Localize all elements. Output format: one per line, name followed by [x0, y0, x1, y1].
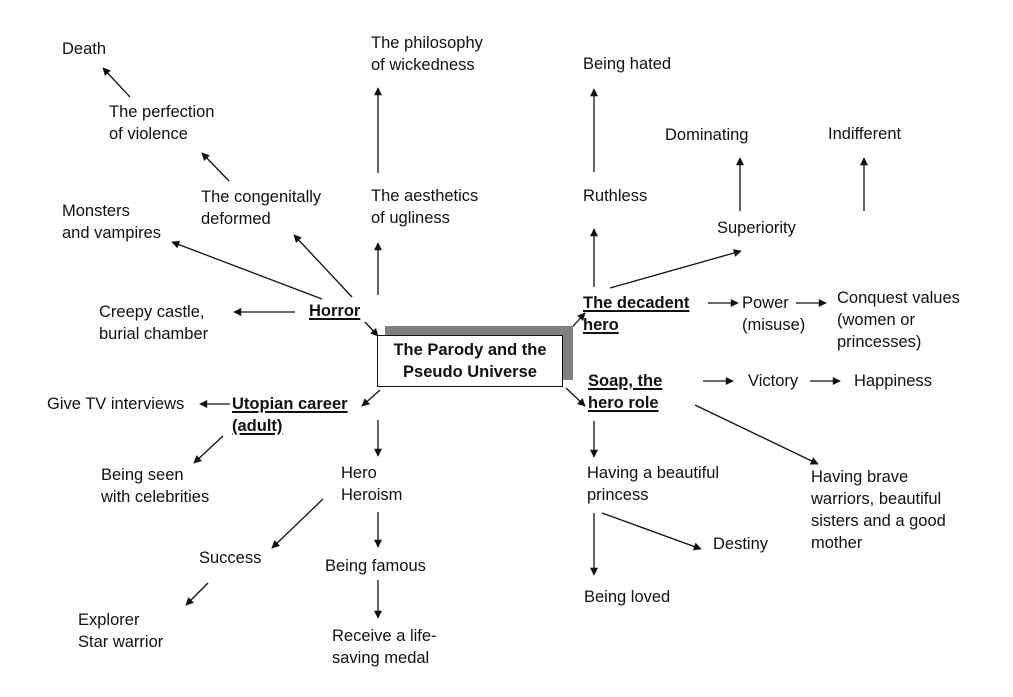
node-receive-medal: Receive a life- saving medal — [332, 627, 437, 667]
node-death: Death — [62, 40, 107, 58]
node-dominating: Dominating — [665, 126, 749, 144]
node-philosophy-of-wickedness: The philosophy of wickedness — [371, 34, 483, 74]
node-congenitally-deformed: The congenitally deformed — [201, 188, 322, 228]
node-aesthetics-of-ugliness: The aesthetics of ugliness — [371, 187, 479, 227]
node-being-seen-with-celebrities: Being seen with celebrities — [101, 466, 210, 506]
arrow-hero-to-success — [271, 498, 324, 549]
arrow-success-to-explorer — [185, 582, 209, 606]
arrow-soap-to-brave — [694, 404, 819, 465]
node-being-loved: Being loved — [584, 588, 671, 606]
node-being-hated: Being hated — [583, 55, 672, 73]
node-success: Success — [199, 549, 262, 567]
arrow-horror-to-center — [364, 321, 379, 337]
node-indifferent: Indifferent — [828, 125, 902, 143]
arrow-princess-to-destiny — [601, 512, 702, 551]
hub-utopian-career: Utopian career (adult) — [232, 395, 348, 435]
center-title: The Parody and the Pseudo Universe — [393, 341, 547, 381]
node-creepy-castle: Creepy castle, burial chamber — [99, 303, 209, 343]
node-happiness: Happiness — [854, 372, 932, 390]
arrow-horror-to-congenital — [293, 234, 353, 298]
arrow-perfection-to-death — [102, 67, 131, 98]
node-hero-heroism: Hero Heroism — [341, 464, 403, 504]
center-box: The Parody and the Pseudo Universe — [377, 335, 563, 387]
node-being-famous: Being famous — [325, 557, 426, 575]
node-explorer-star-warrior: Explorer Star warrior — [78, 611, 164, 651]
node-monsters-and-vampires: Monsters and vampires — [62, 202, 162, 242]
node-having-brave-warriors: Having brave warriors, beautiful sisters… — [811, 468, 946, 552]
node-superiority: Superiority — [717, 219, 796, 237]
arrow-congenital-to-perfection — [201, 152, 230, 182]
arrow-center-to-utopian — [361, 389, 381, 407]
node-power-misuse: Power (misuse) — [742, 294, 806, 334]
node-victory: Victory — [748, 372, 799, 390]
hub-horror: Horror — [309, 302, 361, 320]
node-having-beautiful-princess: Having a beautiful princess — [587, 464, 720, 504]
hub-soap-hero-role: Soap, the hero role — [588, 372, 663, 412]
node-ruthless: Ruthless — [583, 187, 648, 205]
node-destiny: Destiny — [713, 535, 769, 553]
arrow-decadent-to-superiority — [609, 249, 742, 289]
arrow-horror-to-monsters — [171, 240, 323, 300]
node-perfection-of-violence: The perfection of violence — [109, 103, 215, 143]
arrow-utopian-to-celebrities — [193, 435, 224, 464]
arrow-center-to-soap — [565, 387, 586, 407]
node-conquest-values: Conquest values (women or princesses) — [837, 289, 960, 351]
node-give-tv-interviews: Give TV interviews — [47, 395, 185, 413]
hub-decadent-hero: The decadent hero — [583, 294, 690, 334]
